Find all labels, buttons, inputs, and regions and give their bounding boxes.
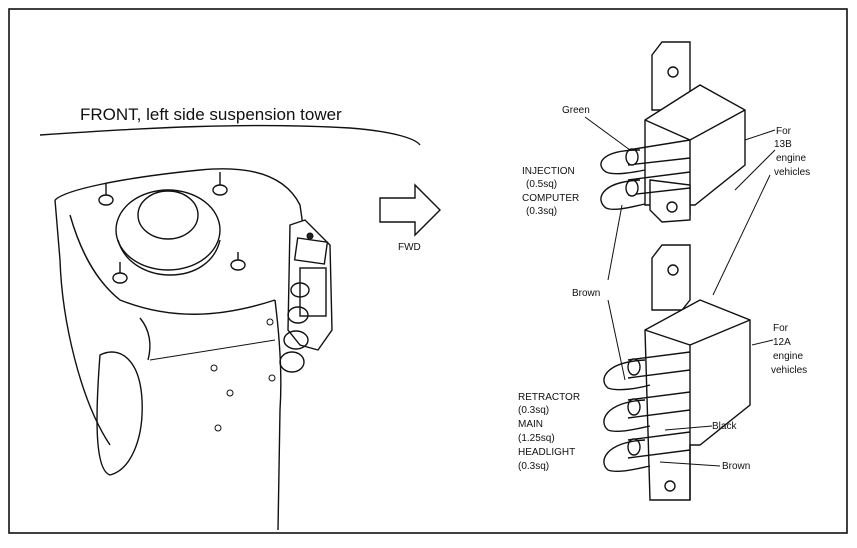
- shock-mount-base: [115, 189, 221, 271]
- label-headlight-size: (0.3sq): [518, 461, 549, 472]
- label-injection: INJECTION: [522, 166, 575, 177]
- body-hole: [268, 374, 276, 382]
- connector-body-bottom: [644, 299, 751, 501]
- label-brown-bottom: Brown: [722, 461, 750, 472]
- body-hole: [266, 318, 274, 326]
- mounted-fuse-block: [279, 219, 333, 373]
- label-computer-size: (0.3sq): [526, 206, 557, 217]
- wheel-well-opening: [96, 351, 143, 476]
- label-retractor-size: (0.3sq): [518, 405, 549, 416]
- panel-left-edge: [54, 199, 111, 446]
- panel-crease: [139, 317, 151, 361]
- label-13b-line2: 13B: [774, 139, 792, 150]
- mount-hole: [667, 264, 679, 276]
- suspension-tower-illustration: [39, 124, 421, 531]
- label-13b-line1: For: [776, 126, 792, 137]
- label-retractor: RETRACTOR: [518, 392, 580, 403]
- label-injection-size: (0.5sq): [526, 179, 557, 190]
- label-computer: COMPUTER: [522, 193, 579, 204]
- panel-contour: [69, 214, 276, 315]
- mount-hole: [667, 66, 679, 78]
- label-13b-line4: vehicles: [774, 167, 810, 178]
- label-black: Black: [712, 421, 737, 432]
- connector-13b: [600, 41, 746, 223]
- shock-mount-skirt: [117, 239, 221, 276]
- fender-line: [39, 124, 421, 146]
- tower-top-outline: [54, 168, 306, 241]
- label-12a-line4: vehicles: [771, 365, 807, 376]
- stud-2: [212, 172, 228, 196]
- fwd-label: FWD: [398, 242, 421, 253]
- shock-mount-dome: [137, 190, 199, 240]
- mount-tab-bottom: [651, 244, 691, 311]
- body-hole: [226, 389, 234, 397]
- label-12a-line3: engine: [773, 351, 803, 362]
- label-headlight: HEADLIGHT: [518, 447, 575, 458]
- stud-4: [230, 252, 246, 271]
- diagram-frame: [8, 8, 848, 534]
- label-13b-line3: engine: [776, 153, 806, 164]
- label-main-size: (1.25sq): [518, 433, 555, 444]
- body-hole: [214, 424, 222, 432]
- diagram-title: FRONT, left side suspension tower: [80, 105, 342, 124]
- body-hole: [210, 364, 218, 372]
- label-brown-shared: Brown: [572, 288, 600, 299]
- label-green: Green: [562, 105, 590, 116]
- label-12a-line1: For: [773, 323, 789, 334]
- label-main: MAIN: [518, 419, 543, 430]
- connector-12a: [603, 244, 751, 501]
- fwd-arrow: [379, 183, 441, 237]
- leader-lines: [584, 116, 776, 467]
- stud-3: [112, 262, 128, 284]
- stud-1: [98, 183, 114, 206]
- panel-line: [149, 339, 276, 361]
- label-12a-line2: 12A: [773, 337, 791, 348]
